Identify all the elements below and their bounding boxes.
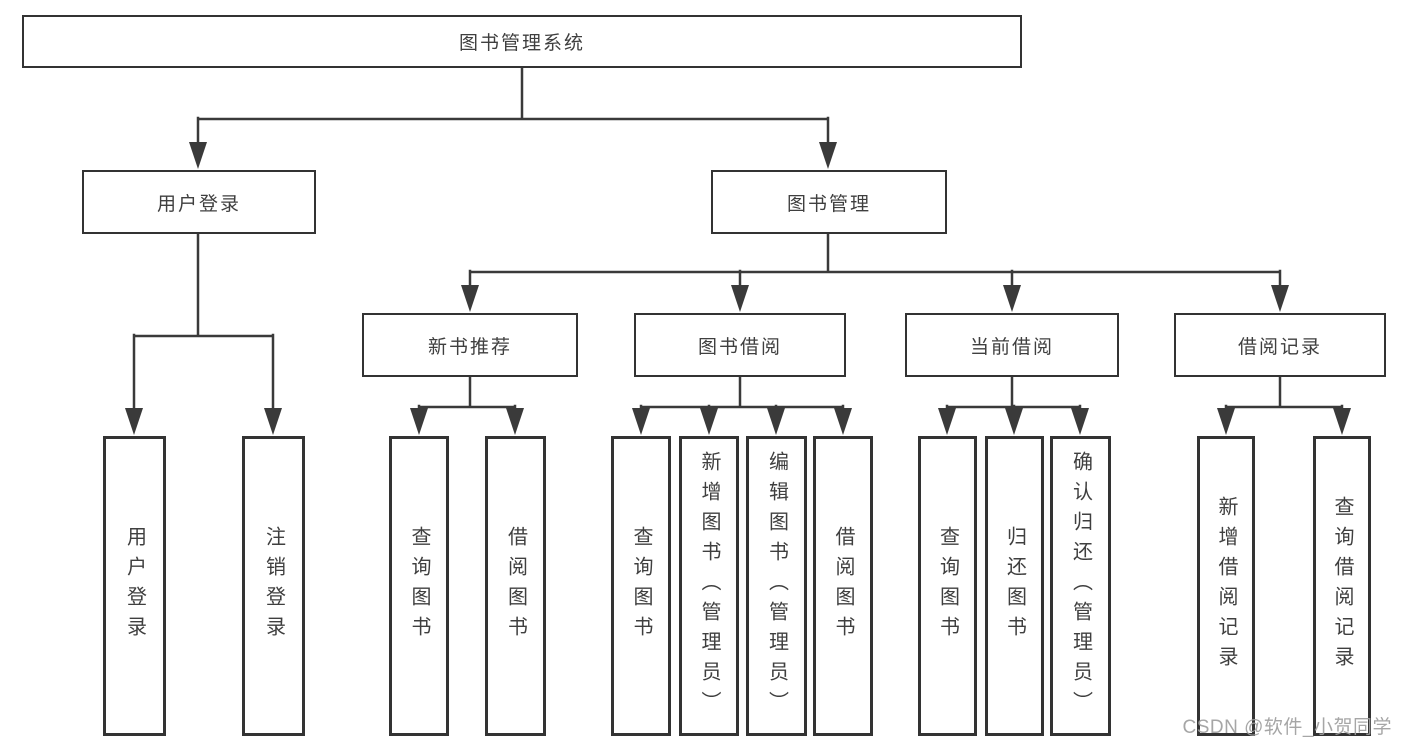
node-label: 用户登录	[123, 526, 146, 646]
node-label: 图书借阅	[697, 336, 782, 358]
node-label: 图书管理	[786, 193, 871, 215]
node-label: 新书推荐	[427, 336, 512, 358]
node-book-borrow: 图书借阅	[634, 313, 846, 377]
connector-bookborrow-to-leaves	[639, 375, 845, 413]
connector-bookmgmt-to-level3	[468, 232, 1282, 290]
leaf-edit-books-admin: 编辑图书（管理员）	[746, 436, 807, 736]
watermark: CSDN @软件_小贺同学	[1182, 717, 1392, 738]
leaf-recommend-query-books: 查询图书	[389, 436, 449, 736]
node-label: 图书管理系统	[458, 33, 585, 54]
leaf-current-query-books: 查询图书	[918, 436, 977, 736]
leaf-recommend-borrow-books: 借阅图书	[485, 436, 546, 736]
arrowheads	[125, 142, 1351, 435]
node-label: 归还图书	[1003, 526, 1026, 646]
node-label: 借阅记录	[1237, 336, 1322, 358]
node-label: 借阅图书	[504, 526, 527, 646]
leaf-borrow-books: 借阅图书	[813, 436, 873, 736]
node-current-borrow: 当前借阅	[905, 313, 1119, 377]
node-label: 查询图书	[408, 526, 430, 646]
connector-records-to-leaves	[1224, 375, 1344, 413]
leaf-user-login: 用户登录	[103, 436, 166, 736]
leaf-query-borrow-record: 查询借阅记录	[1313, 436, 1371, 736]
node-new-book-recommend: 新书推荐	[362, 313, 578, 377]
leaf-logout: 注销登录	[242, 436, 305, 736]
connector-root-to-level2	[196, 64, 830, 147]
connector-newrec-to-leaves	[417, 375, 517, 413]
node-root: 图书管理系统	[22, 15, 1022, 68]
node-label: 查询借阅记录	[1331, 496, 1353, 676]
node-label: 编辑图书（管理员）	[765, 451, 788, 721]
node-label: 新增图书（管理员）	[698, 451, 720, 721]
leaf-add-borrow-record: 新增借阅记录	[1197, 436, 1255, 736]
node-user-login: 用户登录	[82, 170, 316, 234]
node-label: 注销登录	[262, 526, 285, 646]
node-label: 当前借阅	[969, 336, 1054, 358]
node-label: 借阅图书	[832, 526, 854, 646]
leaf-return-books: 归还图书	[985, 436, 1044, 736]
node-borrow-records: 借阅记录	[1174, 313, 1386, 377]
node-label: 用户登录	[156, 193, 241, 215]
node-label: 查询图书	[630, 526, 652, 646]
leaf-borrow-query-books: 查询图书	[611, 436, 671, 736]
leaf-add-books-admin: 新增图书（管理员）	[679, 436, 739, 736]
connector-currentborrow-to-leaves	[945, 375, 1082, 413]
node-book-management: 图书管理	[711, 170, 947, 234]
node-label: 查询图书	[936, 526, 959, 646]
connector-userlogin-to-leaves	[132, 232, 275, 412]
leaf-confirm-return-admin: 确认归还（管理员）	[1050, 436, 1111, 736]
node-label: 新增借阅记录	[1215, 496, 1237, 676]
node-label: 确认归还（管理员）	[1069, 451, 1092, 721]
